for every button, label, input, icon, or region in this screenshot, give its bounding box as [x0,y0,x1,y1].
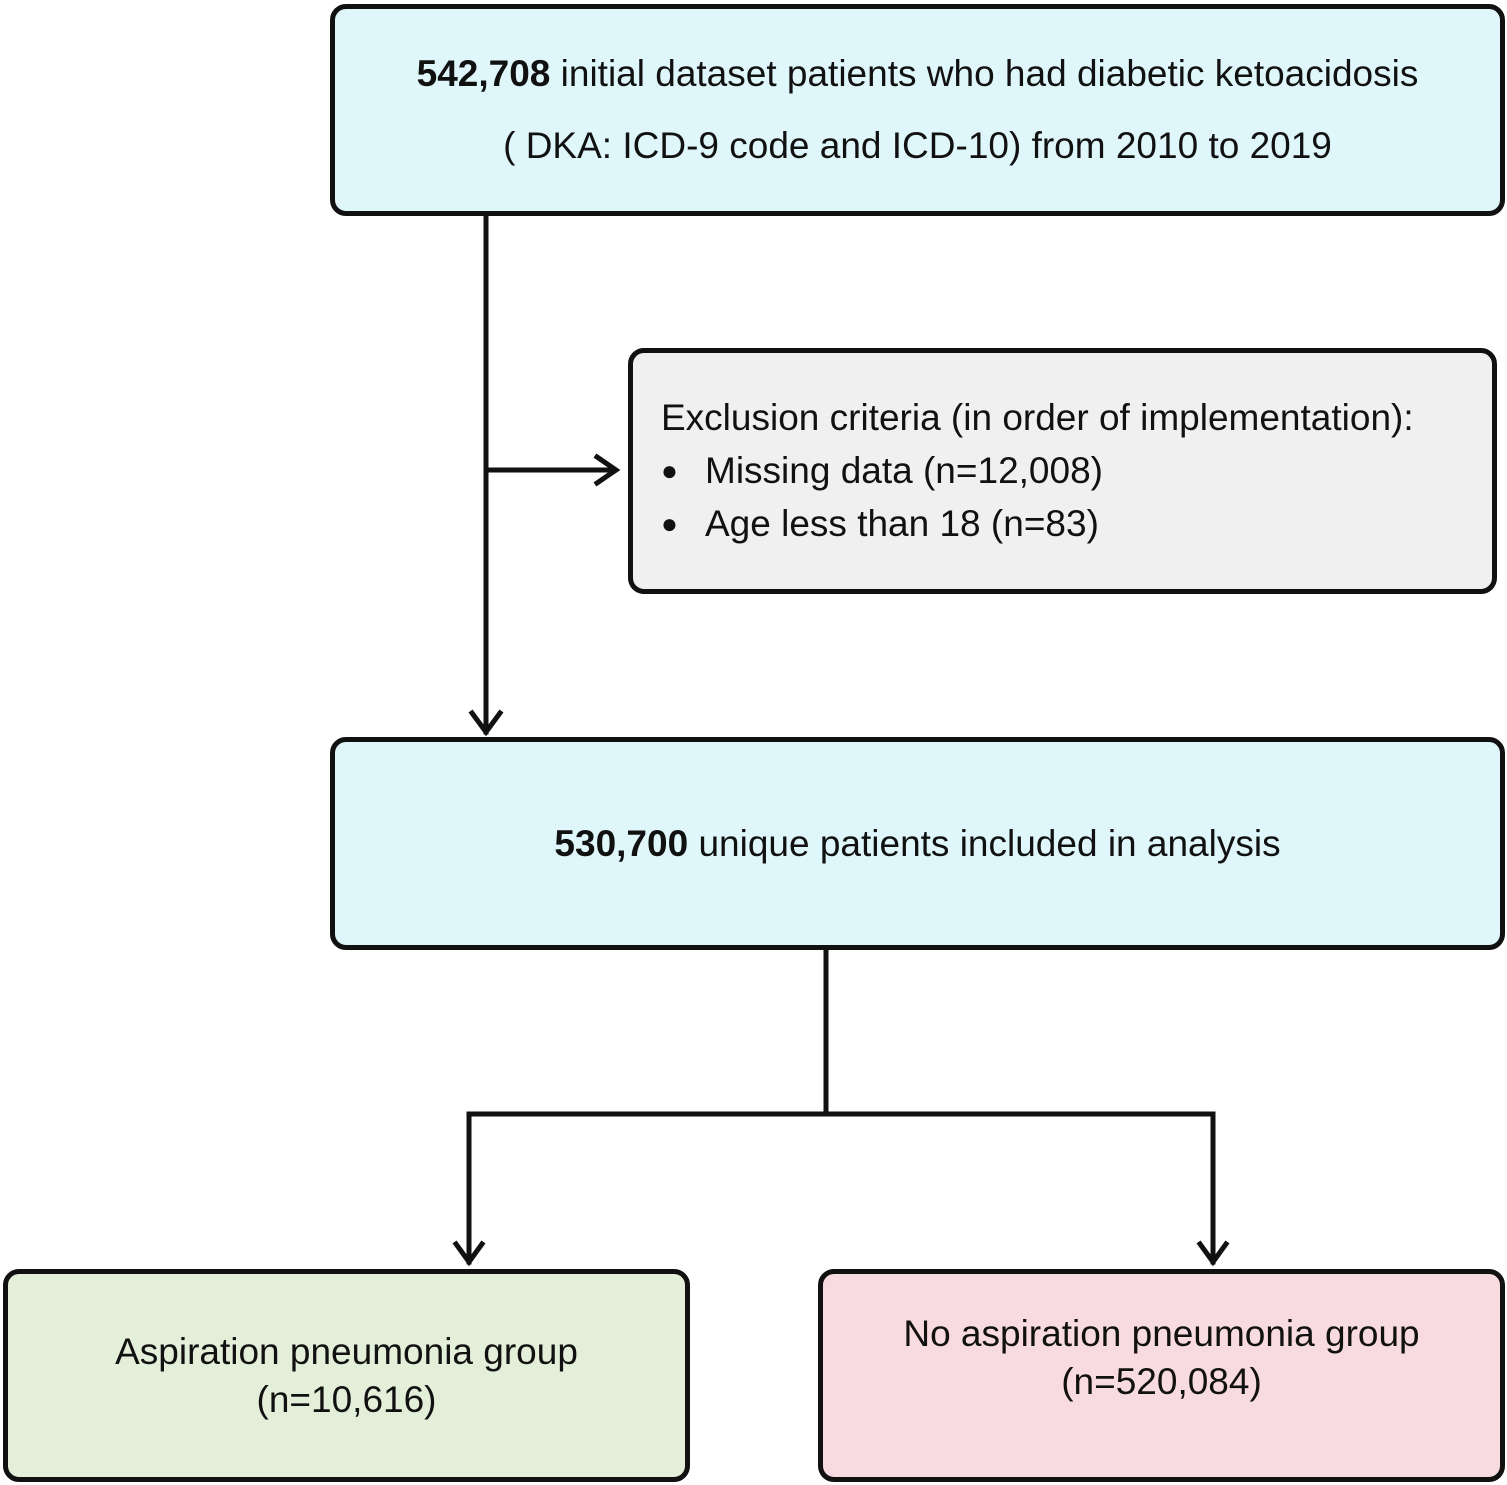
exclusion-arrowhead [593,453,621,487]
aspiration-group-box: Aspiration pneumonia group (n=10,616) [3,1269,690,1482]
exclusion-heading: Exclusion criteria (in order of implemen… [661,397,1414,438]
exclusion-item-text: Age less than 18 (n=83) [705,503,1099,544]
right-branch-arrowhead [1196,1240,1230,1267]
exclusion-item-text: Missing data (n=12,008) [705,450,1103,491]
exclusion-item: ● Age less than 18 (n=83) [661,497,1492,550]
included-patients-text: 530,700 unique patients included in anal… [554,823,1280,865]
included-patients-box: 530,700 unique patients included in anal… [330,737,1505,950]
initial-dataset-box: 542,708 initial dataset patients who had… [330,4,1505,216]
exclusion-criteria-box: Exclusion criteria (in order of implemen… [628,348,1497,594]
initial-dataset-line2: ( DKA: ICD-9 code and ICD-10) from 2010 … [503,125,1332,166]
no-aspiration-group-count: (n=520,084) [1061,1361,1262,1402]
no-aspiration-group-box: No aspiration pneumonia group (n=520,084… [818,1269,1505,1482]
left-branch-arrowhead [452,1240,486,1267]
bullet-icon: ● [661,508,678,539]
initial-dataset-count: 542,708 [416,53,551,94]
included-patients-count: 530,700 [554,822,689,864]
bullet-icon: ● [661,455,678,486]
no-aspiration-group-label: No aspiration pneumonia group [903,1313,1420,1354]
initial-dataset-description: initial dataset patients who had diabeti… [560,53,1419,94]
aspiration-group-label: Aspiration pneumonia group [115,1330,578,1372]
exclusion-item: ● Missing data (n=12,008) [661,444,1492,497]
included-patients-description: unique patients included in analysis [698,822,1281,864]
main-flow-arrowhead [468,709,504,737]
aspiration-group-count: (n=10,616) [256,1378,437,1420]
initial-dataset-line1: 542,708 initial dataset patients who had… [417,38,1419,110]
